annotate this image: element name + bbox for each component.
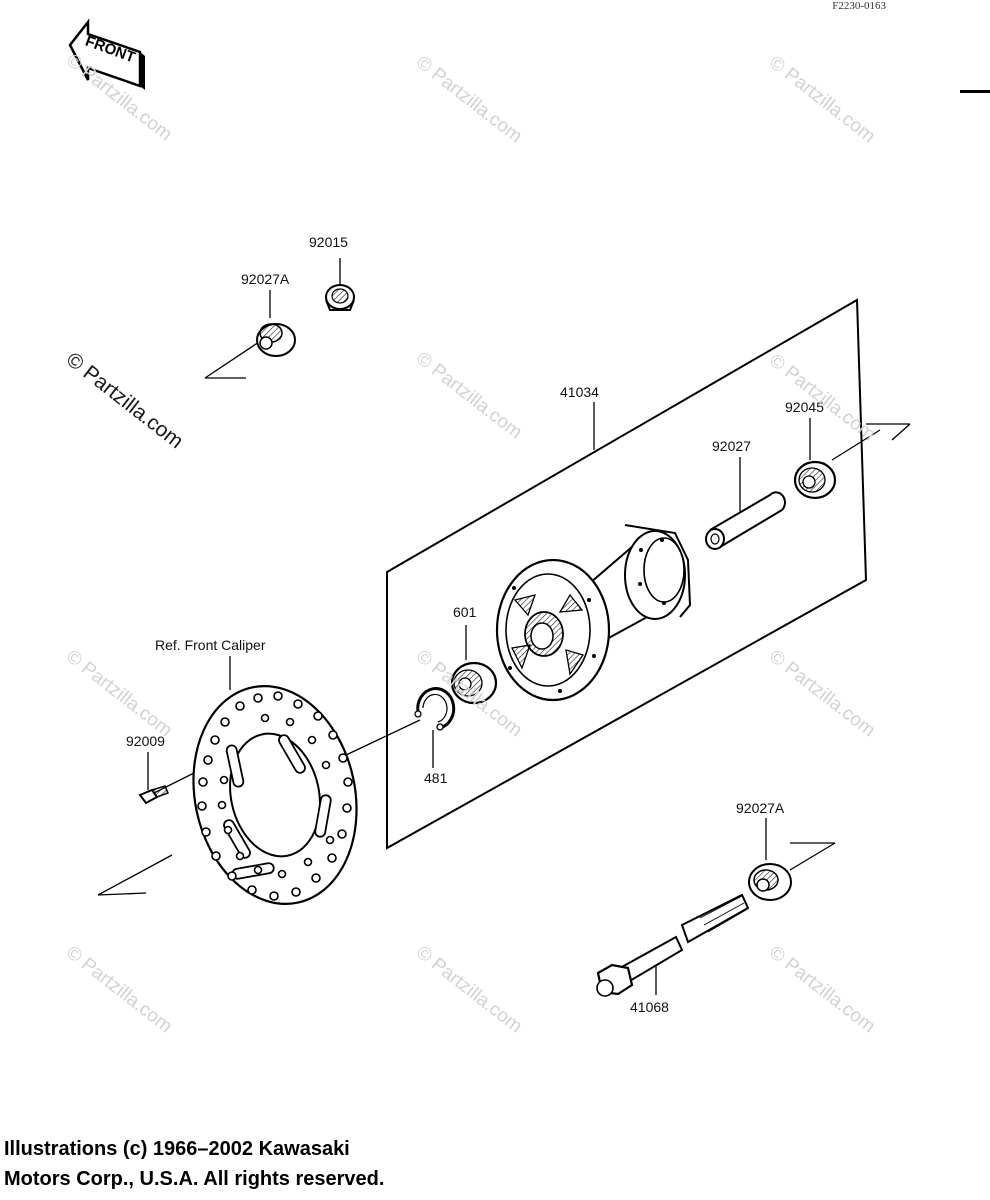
diagram-code: F2230-0163 xyxy=(832,0,886,12)
label-481[interactable]: 481 xyxy=(424,770,448,786)
label-601[interactable]: 601 xyxy=(453,604,477,620)
label-92015[interactable]: 92015 xyxy=(309,234,348,250)
edge-dash xyxy=(960,90,990,93)
label-41034[interactable]: 41034 xyxy=(560,384,599,400)
copyright-notice: Illustrations (c) 1966–2002 Kawasaki Mot… xyxy=(4,1134,384,1194)
collar-92027a-bottom-icon xyxy=(748,863,792,901)
label-92027a-top[interactable]: 92027A xyxy=(241,271,290,287)
collar-92027a-top-icon xyxy=(256,323,296,357)
copyright-line-1: Illustrations (c) 1966–2002 Kawasaki xyxy=(4,1138,350,1160)
spacer-92027-icon xyxy=(705,491,786,550)
leader-lines xyxy=(97,258,911,995)
bearing-601-icon xyxy=(450,661,498,705)
hub-assembly-panel xyxy=(386,298,868,850)
label-41068[interactable]: 41068 xyxy=(630,999,669,1015)
label-92045[interactable]: 92045 xyxy=(785,399,824,415)
hub-41034-icon xyxy=(495,524,692,702)
copyright-line-2: Motors Corp., U.S.A. All rights reserved… xyxy=(4,1168,385,1190)
label-92027a-bottom[interactable]: 92027A xyxy=(736,800,785,816)
axle-41068-icon xyxy=(596,893,750,997)
label-ref-front-caliper: Ref. Front Caliper xyxy=(155,637,266,653)
nut-92015-icon xyxy=(325,284,355,311)
label-92009[interactable]: 92009 xyxy=(126,733,165,749)
circlip-481-icon xyxy=(414,687,456,731)
label-92027[interactable]: 92027 xyxy=(712,438,751,454)
bearing-92045-icon xyxy=(793,460,837,500)
bolt-92009-icon xyxy=(138,785,170,805)
brake-disc-icon xyxy=(192,685,358,905)
